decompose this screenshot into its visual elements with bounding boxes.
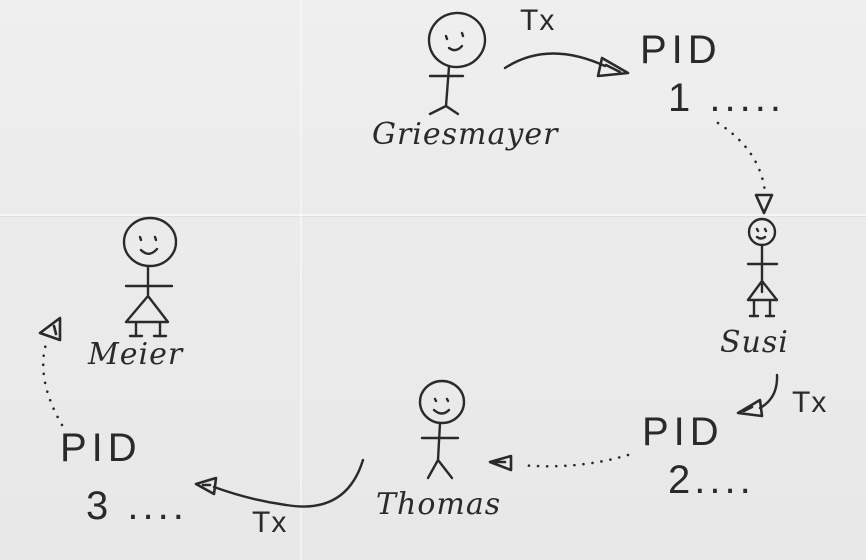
tx-arrow-2 bbox=[736, 373, 779, 418]
paper-fold-vertical bbox=[300, 0, 302, 560]
griesmayer-figure bbox=[427, 11, 487, 116]
dotted-arrow-2-line bbox=[518, 453, 630, 468]
pid-3-label: PID bbox=[60, 426, 142, 470]
griesmayer-head bbox=[427, 11, 487, 69]
dotted-arrow-1-line bbox=[716, 121, 767, 194]
thomas-name: Thomas bbox=[376, 487, 502, 522]
griesmayer-name: Griesmayer bbox=[372, 117, 559, 152]
thomas-body bbox=[420, 421, 460, 480]
dotted-arrow-1-head bbox=[754, 193, 774, 215]
tx-label-2: Tx bbox=[792, 386, 828, 419]
tx-arrow-3-line bbox=[212, 458, 365, 508]
tx-arrow-1 bbox=[503, 52, 630, 78]
dotted-arrow-3-head bbox=[38, 316, 62, 342]
tx-arrow-2-head bbox=[736, 398, 764, 418]
dotted-arrow-2 bbox=[488, 453, 630, 472]
tx-arrow-1-head bbox=[596, 56, 630, 78]
susi-head bbox=[747, 217, 777, 247]
griesmayer-smile bbox=[447, 44, 464, 52]
tx-label-3: Tx bbox=[252, 506, 288, 539]
griesmayer-eyes bbox=[444, 31, 465, 41]
meier-name: Meier bbox=[88, 337, 184, 372]
meier-figure bbox=[122, 216, 178, 338]
pid-1-number: 1 ..... bbox=[668, 76, 785, 120]
tx-arrow-3 bbox=[194, 458, 365, 508]
pid-2-number: 2.... bbox=[668, 458, 755, 502]
paper-fold bbox=[0, 214, 866, 216]
meier-head bbox=[122, 216, 178, 268]
meier-face bbox=[138, 235, 159, 255]
tx-label-1: Tx bbox=[520, 4, 556, 37]
tx-arrow-2-line bbox=[758, 373, 779, 410]
thomas-head bbox=[418, 379, 466, 425]
dotted-arrow-3-line bbox=[41, 342, 64, 427]
paper-fold-shadow bbox=[0, 216, 866, 217]
tx-arrow-1-line bbox=[503, 52, 607, 70]
meier-body bbox=[124, 264, 174, 338]
tx-arrow-3-head bbox=[194, 476, 218, 496]
dotted-arrow-3 bbox=[38, 316, 64, 427]
thomas-face bbox=[432, 397, 451, 415]
susi-face bbox=[755, 227, 768, 240]
susi-body bbox=[746, 243, 779, 318]
pid-1-label: PID bbox=[640, 28, 722, 72]
susi-figure bbox=[746, 217, 779, 318]
griesmayer-body bbox=[428, 65, 465, 116]
thomas-figure bbox=[418, 379, 466, 480]
susi-name: Susi bbox=[720, 325, 789, 360]
pid-3-number: 3 .... bbox=[86, 484, 188, 528]
pid-2-label: PID bbox=[642, 410, 724, 454]
dotted-arrow-1 bbox=[716, 121, 774, 215]
dotted-arrow-2-head bbox=[488, 454, 513, 472]
